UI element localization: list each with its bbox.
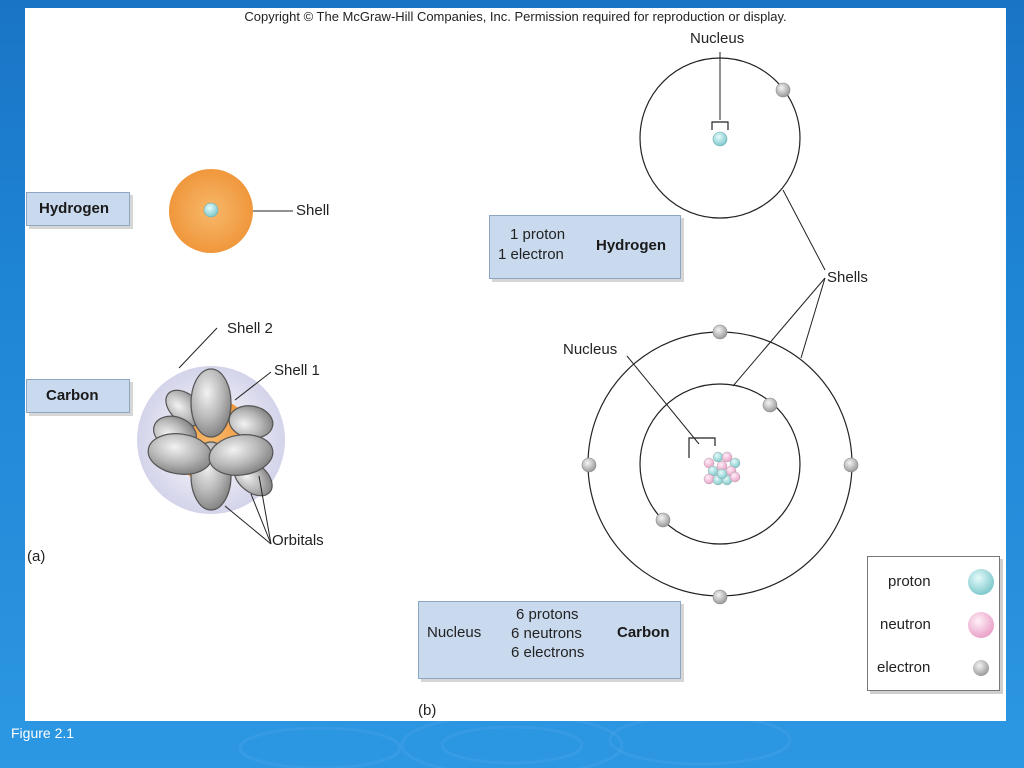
- carbon-label: Carbon: [46, 387, 99, 404]
- hydrogen-atom-model: [169, 169, 293, 253]
- shells-label: Shells: [827, 269, 868, 286]
- hydrogen-shell-label: Shell: [296, 202, 330, 219]
- carbon-composition-box: Nucleus 6 protons 6 neutrons 6 electrons…: [418, 601, 681, 679]
- atom-diagram-svg: [137, 52, 859, 669]
- carbon-proton-count: 6 protons: [516, 606, 579, 623]
- figure-caption: Figure 2.1: [11, 725, 75, 741]
- shell1-label: Shell 1: [274, 362, 320, 379]
- hydrogen-composition-box: 1 proton 1 electron Hydrogen: [489, 215, 681, 279]
- carbon-label-plate: Carbon: [26, 379, 130, 413]
- hydrogen-box-element: Hydrogen: [596, 237, 667, 254]
- electron-sphere-icon: [973, 660, 989, 676]
- hydrogen-electron-count: 1 electron: [498, 246, 564, 263]
- legend-proton-label: proton: [888, 573, 931, 590]
- carbon-orbital-model: [137, 327, 285, 545]
- figure-canvas: Copyright © The McGraw-Hill Companies, I…: [25, 8, 1006, 721]
- shell2-label: Shell 2: [227, 320, 273, 337]
- hydrogen-label: Hydrogen: [39, 200, 110, 217]
- panel-a-label: (a): [27, 548, 46, 565]
- hydrogen-proton-count: 1 proton: [510, 226, 566, 243]
- proton-sphere-icon: [968, 569, 994, 595]
- legend-neutron-label: neutron: [880, 616, 931, 633]
- carbon-bohr-model: [581, 189, 859, 605]
- legend-electron-label: electron: [877, 659, 931, 676]
- carbon-box-nucleus-prefix: Nucleus: [427, 624, 482, 641]
- copyright-notice: Copyright © The McGraw-Hill Companies, I…: [244, 9, 787, 24]
- neutron-sphere-icon: [968, 612, 994, 638]
- hydrogen-bohr-model: [639, 52, 801, 219]
- carbon-nucleus-label: Nucleus: [563, 341, 618, 358]
- hydrogen-label-plate: Hydrogen: [26, 192, 130, 226]
- carbon-neutron-count: 6 neutrons: [511, 625, 582, 642]
- panel-b-label: (b): [418, 702, 437, 719]
- carbon-box-element: Carbon: [617, 624, 670, 641]
- particle-legend: proton neutron electron: [867, 556, 1000, 691]
- orbitals-label: Orbitals: [272, 532, 324, 549]
- carbon-electron-count: 6 electrons: [511, 644, 585, 661]
- hydrogen-nucleus-label: Nucleus: [690, 30, 745, 47]
